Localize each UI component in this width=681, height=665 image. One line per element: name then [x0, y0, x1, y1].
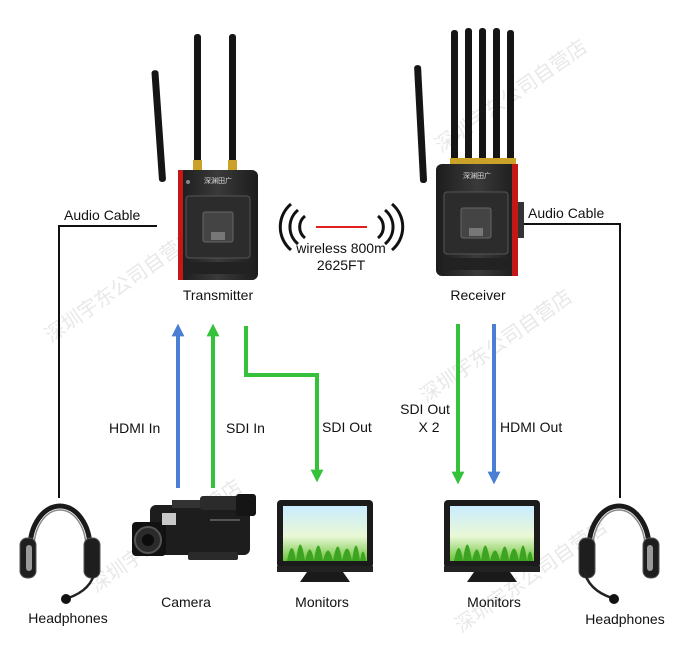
- headphones-right-label: Headphones: [585, 611, 664, 627]
- hdmi-out-label: HDMI Out: [500, 419, 562, 435]
- wireless-distance-label: wireless 800m: [296, 240, 385, 256]
- receiver-device: 深渊田广: [414, 28, 524, 276]
- transmitter-label: Transmitter: [183, 287, 253, 303]
- device-badge: 深渊田广: [463, 171, 491, 180]
- audio-cable-left-label: Audio Cable: [64, 207, 140, 223]
- hdmi-in-label: HDMI In: [109, 420, 160, 436]
- device-badge: 深渊田广: [204, 176, 232, 185]
- headphones-right-icon: [579, 506, 659, 604]
- monitor-left-label: Monitors: [295, 594, 349, 610]
- headphones-left-icon: [20, 506, 100, 604]
- wireless-distance-feet-label: 2625FT: [317, 257, 365, 273]
- camera-icon: [132, 494, 256, 560]
- sdi-out-arrow: [246, 326, 317, 476]
- camera-label: Camera: [161, 594, 211, 610]
- sdi-out-x2-count-label: X 2: [418, 419, 439, 435]
- monitor-right-label: Monitors: [467, 594, 521, 610]
- audio-cable-left-line: [59, 226, 157, 498]
- sdi-out-label: SDI Out: [322, 419, 372, 435]
- transmitter-device: 深渊田广: [151, 34, 258, 280]
- monitor-left-icon: [277, 500, 373, 582]
- sdi-in-label: SDI In: [226, 420, 265, 436]
- receiver-label: Receiver: [450, 287, 505, 303]
- monitor-right-icon: [444, 500, 540, 582]
- audio-cable-right-line: [523, 224, 620, 498]
- audio-cable-right-label: Audio Cable: [528, 205, 604, 221]
- headphones-left-label: Headphones: [28, 610, 107, 626]
- sdi-out-x2-label: SDI Out: [400, 401, 450, 417]
